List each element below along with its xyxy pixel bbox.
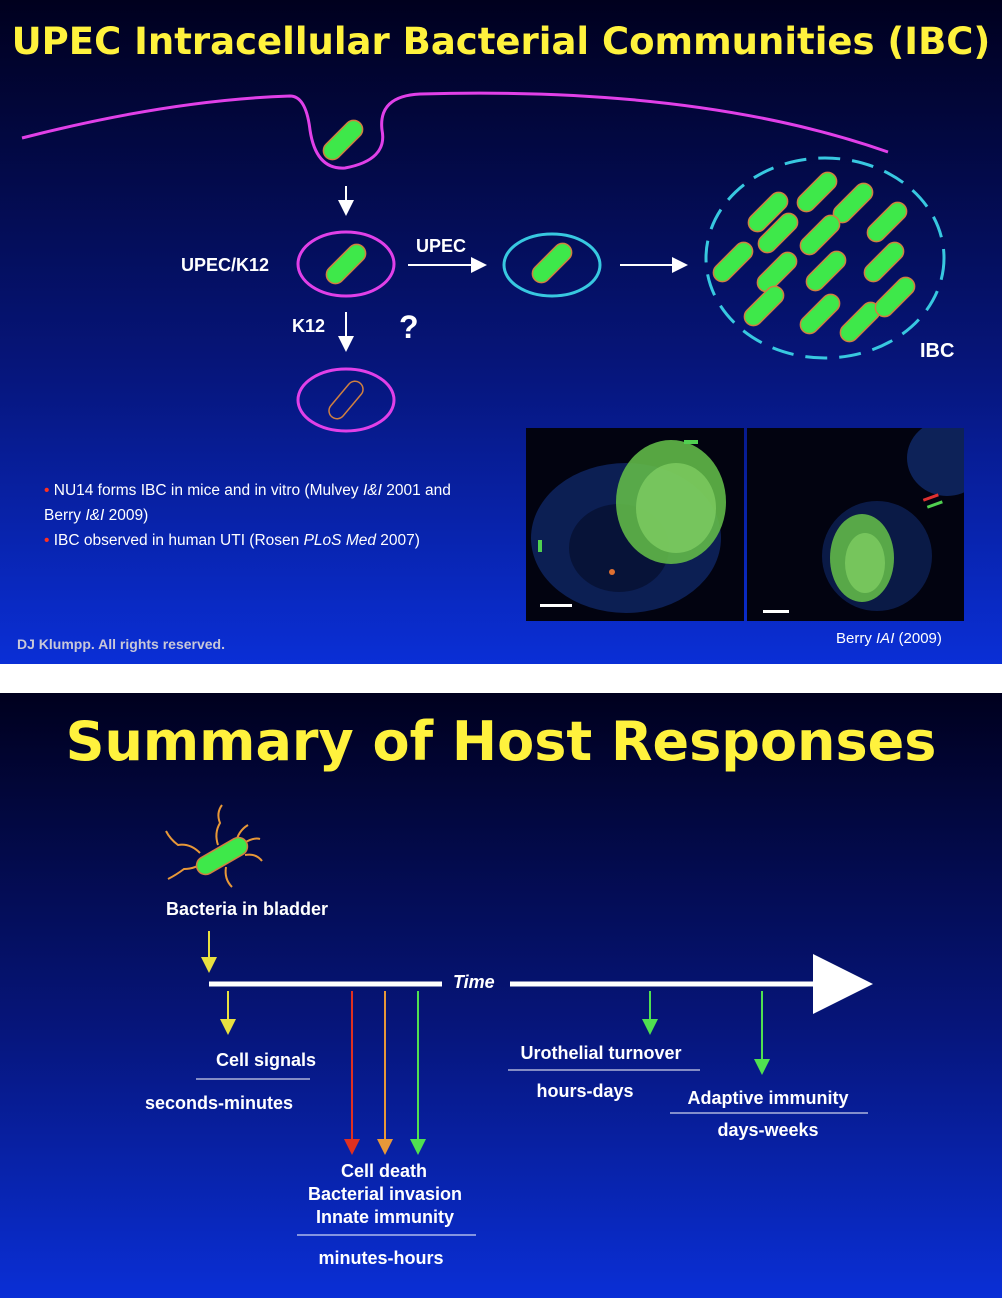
seconds-minutes-label: seconds-minutes (145, 1093, 293, 1113)
time-label: Time (453, 972, 495, 992)
label-ibc: IBC (920, 340, 954, 362)
label-upec-k12: UPEC/K12 (181, 255, 269, 275)
minutes-hours-label: minutes-hours (318, 1248, 443, 1268)
label-k12: K12 (292, 316, 325, 336)
bullet-list: • NU14 forms IBC in mice and in vitro (M… (44, 478, 464, 553)
days-weeks-label: days-weeks (717, 1120, 818, 1140)
ibc-diagram: UPEC/K12 UPEC (21, 91, 954, 433)
bacterial-invasion-label: Bacterial invasion (308, 1184, 462, 1204)
bullet-dot: • (44, 532, 50, 549)
bacterium-vacuole-1 (325, 243, 367, 285)
image-credit: Berry IAI (2009) (836, 630, 942, 647)
slide2-title: Summary of Host Responses (65, 710, 937, 773)
cell-death-label: Cell death (341, 1161, 427, 1181)
bacterium-vacuole-upec (531, 242, 573, 284)
label-upec: UPEC (416, 236, 466, 256)
bullet-dot: • (44, 482, 50, 499)
bacteria-label: Bacteria in bladder (166, 899, 328, 919)
bacterium-degraded (328, 380, 364, 420)
bacterium-invading (322, 119, 364, 161)
timeline-diagram: Bacteria in bladder Time Cell signals se… (145, 804, 873, 1268)
ibc-boundary (704, 156, 946, 360)
urothelial-turnover-label: Urothelial turnover (520, 1043, 681, 1063)
vacuole-upec (502, 232, 602, 298)
vacuole-k12 (296, 367, 396, 433)
cell-membrane (21, 91, 889, 170)
label-question: ? (399, 309, 419, 345)
adaptive-immunity-label: Adaptive immunity (687, 1088, 848, 1108)
ibc-bacteria (712, 171, 916, 343)
innate-immunity-label: Innate immunity (316, 1207, 454, 1227)
slide1-title: UPEC Intracellular Bacterial Communities… (11, 20, 991, 63)
microscopy-image-1 (526, 428, 744, 621)
slide-ibc: UPEC Intracellular Bacterial Communities… (0, 0, 1002, 664)
cell-signals-label: Cell signals (216, 1050, 316, 1070)
bullet-item: • NU14 forms IBC in mice and in vitro (M… (44, 482, 451, 524)
bacterium-flagellated-icon (165, 804, 263, 888)
slide-host-responses: Summary of Host Responses (0, 693, 1002, 1298)
vacuole-upec-k12 (296, 230, 396, 298)
bullet-item: • IBC observed in human UTI (Rosen PLoS … (44, 532, 420, 549)
hours-days-label: hours-days (536, 1081, 633, 1101)
footer-copyright: DJ Klumpp. All rights reserved. (17, 636, 225, 652)
microscopy-image-2 (747, 428, 964, 621)
